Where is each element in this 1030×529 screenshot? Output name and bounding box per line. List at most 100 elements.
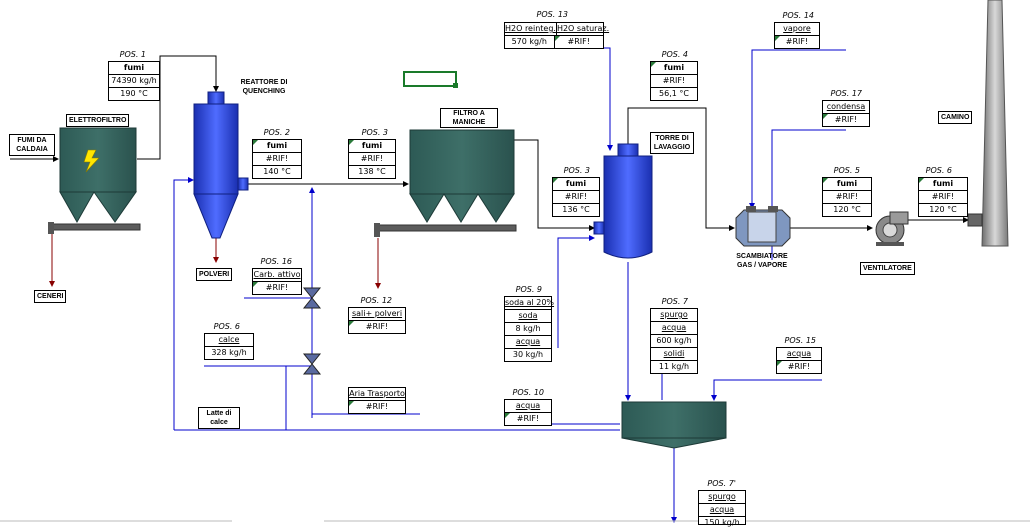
stream-value: soda — [505, 310, 551, 323]
stream-head: fumi — [349, 140, 395, 153]
stream-head: H2O saturaz. — [556, 24, 610, 33]
stream-value: 11 kg/h — [658, 362, 690, 371]
stream-value: #RIF! — [651, 75, 697, 88]
stream-value: #RIF! — [775, 36, 819, 48]
stream-head: sali+ polveri — [349, 308, 405, 321]
ventilatore-fan — [875, 211, 909, 246]
stream-value: #RIF! — [349, 401, 405, 413]
stream-head: soda al 20% — [505, 297, 554, 310]
stream-head: fumi — [253, 140, 301, 153]
stream-table-pos-7b: spurgo acqua 150 kg/h — [698, 490, 746, 527]
stream-table-pos-3: fumi #RIF! 138 °C — [348, 139, 396, 179]
torre-lavaggio — [593, 143, 653, 259]
pos-1-label: POS. 1 — [119, 50, 146, 59]
stream-table-pos-1: fumi 74390 kg/h 190 °C — [108, 61, 160, 101]
stream-value: acqua — [651, 322, 697, 335]
lightning-bolt-icon — [83, 149, 100, 173]
stream-value: solidi — [651, 348, 697, 361]
dosing-valve-calce — [302, 353, 322, 375]
pos-17-label: POS. 17 — [830, 89, 862, 98]
stream-table-pos-14: vapore #RIF! — [774, 22, 820, 49]
elettrofiltro — [48, 127, 141, 234]
stream-value: 8 kg/h — [505, 323, 551, 336]
label-latte-di-calce: Latte di calce — [198, 407, 240, 429]
pos-2-label: POS. 2 — [263, 128, 290, 137]
stream-value: 120 °C — [929, 205, 957, 214]
label-fumi-da-caldaia: FUMI DA CALDAIA — [9, 134, 55, 156]
stream-head-row: H2O reinteg. H2O saturaz. — [505, 23, 609, 36]
vasca-sedimentazione — [621, 401, 727, 449]
pos-14-label: POS. 14 — [782, 11, 814, 20]
stream-head: Carb. attivo — [253, 269, 301, 282]
stream-head: calce — [205, 334, 253, 347]
stream-value: #RIF! — [554, 36, 604, 48]
stream-head: spurgo — [651, 309, 697, 322]
label-ventilatore: VENTILATORE — [860, 262, 915, 275]
reattore-quenching — [193, 91, 249, 239]
stream-value: 136 °C — [562, 205, 590, 214]
stream-table-aria-trasporto: Aria Trasporto #RIF! — [348, 387, 406, 414]
stream-value-row: 570 kg/h #RIF! — [505, 36, 603, 48]
stream-table-pos-7: spurgo acqua 600 kg/h solidi 11 kg/h — [650, 308, 698, 374]
stream-table-pos-10: acqua #RIF! — [504, 399, 552, 426]
pos-12-label: POS. 12 — [360, 296, 392, 305]
label-scambiatore: SCAMBIATORE GAS / VAPORE — [736, 253, 788, 269]
stream-value: #RIF! — [919, 191, 967, 204]
stream-value: 150 kg/h — [704, 518, 740, 527]
stream-value: #RIF! — [777, 361, 821, 373]
pos-6-label: POS. 6 — [925, 166, 952, 175]
stream-head: fumi — [109, 62, 159, 75]
stream-head: vapore — [775, 23, 819, 36]
pos-3b-label: POS. 3 — [563, 166, 590, 175]
label-ceneri: CENERI — [34, 290, 67, 303]
pos-7b-label: POS. 7' — [707, 479, 736, 488]
stream-value: 30 kg/h — [512, 350, 544, 359]
pos-4-label: POS. 4 — [661, 50, 688, 59]
pos-10-label: POS. 10 — [512, 388, 544, 397]
stream-table-pos-16: Carb. attivo #RIF! — [252, 268, 302, 295]
selected-cell — [403, 71, 457, 87]
label-torre: TORRE DI LAVAGGIO — [650, 132, 694, 154]
discharge-lines — [49, 232, 381, 289]
stream-value: #RIF! — [349, 321, 405, 333]
stream-value: #RIF! — [823, 114, 869, 126]
stream-value: 56,1 °C — [659, 89, 689, 98]
stream-table-pos-2: fumi #RIF! 140 °C — [252, 139, 302, 179]
pos-16-label: POS. 16 — [260, 257, 292, 266]
stream-table-pos-6b: calce 328 kg/h — [204, 333, 254, 360]
stream-head: fumi — [919, 178, 967, 191]
label-reattore: REATTORE DI QUENCHING — [240, 79, 288, 95]
pos-6b-label: POS. 6 — [213, 322, 240, 331]
stream-value: #RIF! — [349, 153, 395, 166]
stream-value: #RIF! — [823, 191, 871, 204]
dosing-valve-carbone — [302, 287, 322, 309]
stream-value: 140 °C — [263, 167, 291, 176]
pos-7-label: POS. 7 — [661, 297, 688, 306]
stream-head: H2O reinteg. — [505, 23, 557, 35]
stream-table-pos-12: sali+ polveri #RIF! — [348, 307, 406, 334]
flue-gas-lines — [10, 55, 969, 231]
stream-table-pos-15: acqua #RIF! — [776, 347, 822, 374]
stream-value: acqua — [505, 336, 551, 349]
stream-head: condensa — [823, 101, 869, 114]
stream-value: #RIF! — [505, 413, 551, 425]
label-filtro: FILTRO A MANICHE — [440, 108, 498, 128]
label-polveri: POLVERI — [196, 268, 233, 281]
stream-value: 328 kg/h — [211, 348, 247, 357]
stream-head: acqua — [777, 348, 821, 361]
stream-table-pos-3b: fumi #RIF! 136 °C — [552, 177, 600, 217]
stream-head: fumi — [553, 178, 599, 191]
stream-table-pos-4: fumi #RIF! 56,1 °C — [650, 61, 698, 101]
pos-9-label: POS. 9 — [515, 285, 542, 294]
stream-value: #RIF! — [253, 153, 301, 166]
stream-value: 138 °C — [358, 167, 386, 176]
stream-value: 120 °C — [833, 205, 861, 214]
pos-3-label: POS. 3 — [361, 128, 388, 137]
stream-value: 74390 kg/h — [109, 75, 159, 88]
stream-head: spurgo — [699, 491, 745, 504]
stream-table-pos-9: soda al 20% soda 8 kg/h acqua 30 kg/h — [504, 296, 554, 362]
scambiatore-gas-vapore — [735, 206, 791, 247]
stream-value: 570 kg/h — [505, 36, 555, 48]
label-camino: CAMINO — [938, 111, 973, 124]
